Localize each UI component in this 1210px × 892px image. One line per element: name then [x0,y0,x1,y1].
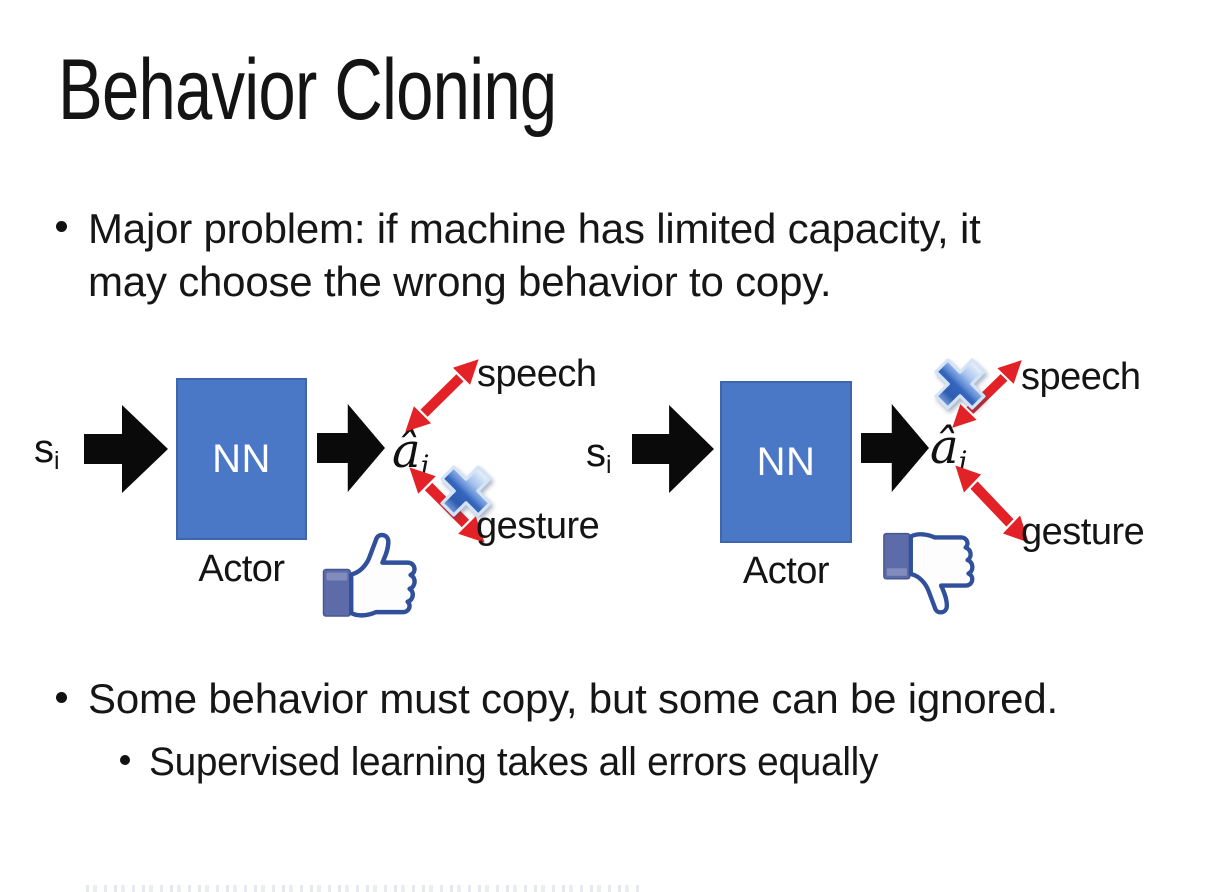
input-state-label: si [34,428,60,483]
input-var: s [586,431,606,475]
input-var: s [34,427,54,471]
input-subscript: i [54,447,60,475]
output-var: â [930,419,959,475]
action-label-speech: speech [1021,356,1141,398]
output-subscript: i [958,444,968,478]
thumbs-down-icon [881,527,981,621]
double-arrow-icon [403,357,481,434]
bullet-some-behavior: Some behavior must copy, but some can be… [88,675,1058,722]
output-action-label: âi [930,421,968,488]
bullet-dot [56,692,67,703]
output-var: â [392,423,421,479]
nn-box: NN [720,381,852,543]
bullet-major-problem: Major problem: if machine has limited ca… [88,205,981,305]
cross-out-icon [928,352,992,416]
block-arrow-icon [84,402,168,496]
action-label-gesture: gesture [1021,511,1145,553]
block-arrow-icon [632,402,714,496]
action-label-gesture: gesture [476,505,600,547]
actor-caption: Actor [198,548,285,590]
block-arrow-icon [317,401,385,495]
input-state-label: si [586,432,612,487]
thumbs-up-icon [320,527,424,622]
nn-box-label: NN [212,436,271,481]
slide-title: Behavior Cloning [58,42,557,138]
actor-caption: Actor [742,550,830,592]
output-action-label: âi [392,425,430,492]
bullet-supervised-learning: Supervised learning takes all errors equ… [149,740,879,784]
block-arrow-icon [861,401,929,495]
bullet-dot [56,221,67,232]
clipped-text-artifact [86,885,642,892]
input-subscript: i [606,451,612,479]
sub-bullet-dot [120,755,130,765]
nn-box: NN [176,378,307,540]
action-label-speech: speech [477,353,597,395]
nn-box-label: NN [756,439,816,484]
output-subscript: i [420,448,430,482]
cross-out-icon [434,459,498,523]
